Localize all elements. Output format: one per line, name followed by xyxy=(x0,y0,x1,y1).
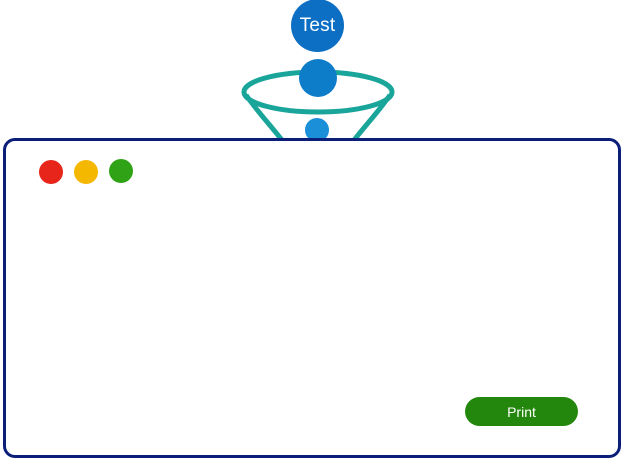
minimize-dot[interactable] xyxy=(74,160,98,184)
drop-medium xyxy=(305,118,329,142)
test-bubble: Test xyxy=(291,0,344,52)
close-dot[interactable] xyxy=(39,160,63,184)
maximize-dot[interactable] xyxy=(109,159,133,183)
print-button[interactable]: Print xyxy=(465,397,578,426)
drop-large xyxy=(299,59,337,97)
